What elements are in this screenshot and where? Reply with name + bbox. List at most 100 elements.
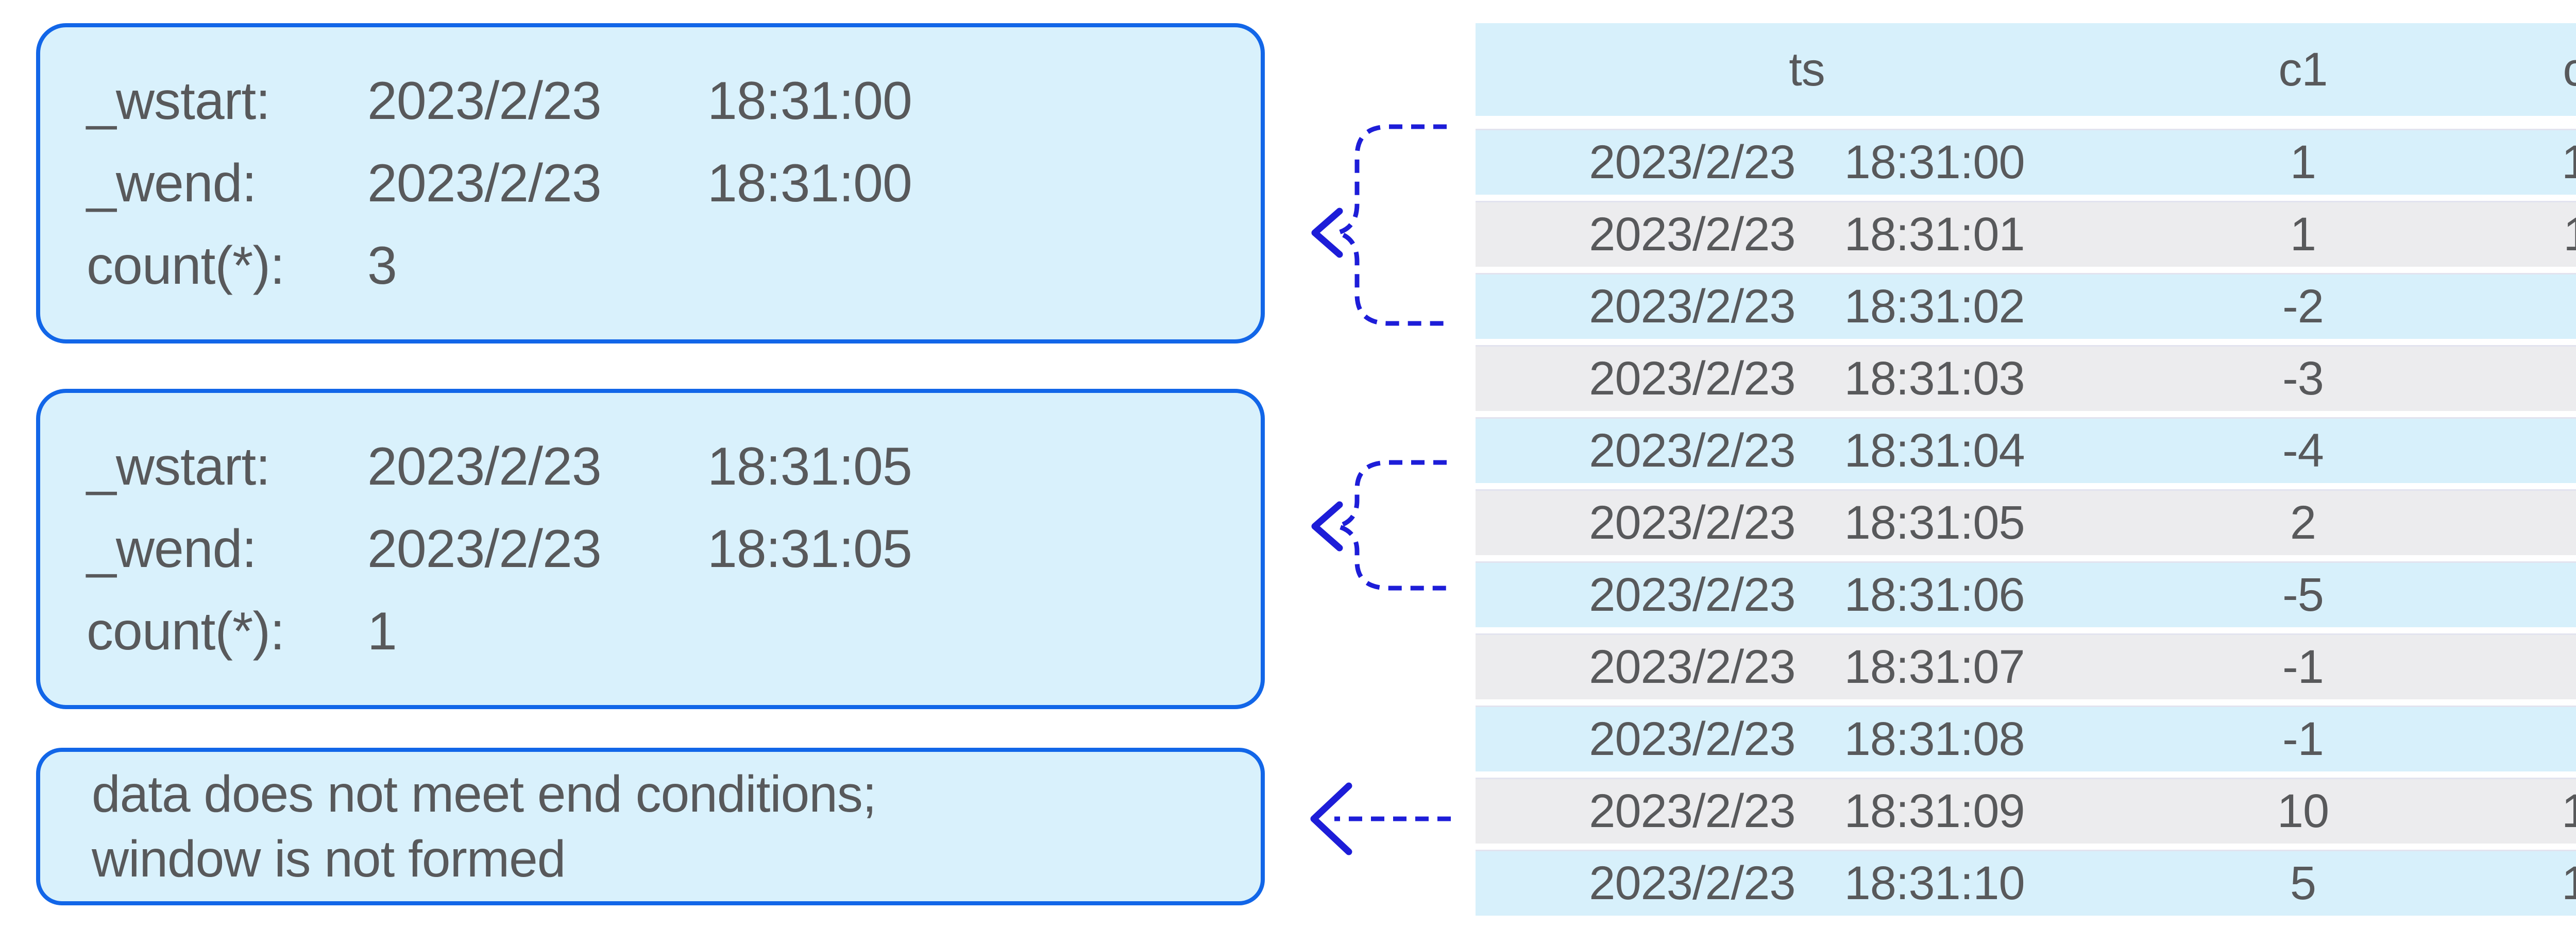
table-row: 2023/2/23 18:31:08 -1 3	[1476, 706, 2576, 771]
result-row-wstart: _wstart: 2023/2/23 18:31:00	[87, 60, 1261, 142]
cell-c1: 2	[2290, 496, 2316, 549]
result-date: 2023/2/23	[367, 153, 602, 213]
no-window-note-box: data does not meet end conditions; windo…	[36, 748, 1265, 905]
result-count-value: 1	[367, 601, 397, 661]
note-line: window is not formed	[92, 830, 566, 888]
result-label: count(*):	[87, 601, 285, 661]
result-row-wend: _wend: 2023/2/23 18:31:00	[87, 142, 1261, 225]
header-cell-c2: c2	[2563, 43, 2576, 96]
result-time: 18:31:00	[707, 71, 912, 131]
cell-c1: -1	[2282, 641, 2324, 693]
table-row: 2023/2/23 18:31:04 -4 8	[1476, 417, 2576, 483]
header-cell-c1: c1	[2278, 43, 2328, 96]
cell-c2: 8	[2468, 424, 2576, 478]
note-line: data does not meet end conditions;	[92, 765, 877, 823]
table-row: 2023/2/23 18:31:05 2 7	[1476, 489, 2576, 555]
cell-ts-time: 18:31:07	[1844, 641, 2025, 693]
cell-c2: 15	[2561, 136, 2576, 188]
cell-ts-date: 2023/2/23	[1589, 785, 1795, 837]
cell-ts-date: 2023/2/23	[1589, 208, 1795, 261]
result-label: _wstart:	[87, 436, 270, 496]
cell-ts: 2023/2/23 18:31:00	[1476, 135, 2138, 190]
cell-c1: -2	[2282, 280, 2324, 333]
cell-c1: 1	[2290, 208, 2316, 261]
result-row-wstart: _wstart: 2023/2/23 18:31:05	[87, 425, 1261, 508]
cell-ts-date: 2023/2/23	[1589, 569, 1795, 621]
table-row: 2023/2/23 18:31:01 1 11	[1476, 201, 2576, 267]
cell-c2: 9	[2468, 352, 2576, 406]
cell-c2: 2	[2468, 640, 2576, 694]
cell-ts-time: 18:31:05	[1844, 496, 2025, 549]
cell-ts-time: 18:31:03	[1844, 352, 2025, 405]
window1-brace	[1328, 124, 1447, 326]
result-time: 18:31:05	[707, 436, 912, 496]
source-data-table: ts c1 c2 2023/2/23 18:31:00 1 15 2023/2/…	[1476, 23, 2576, 916]
cell-ts-time: 18:31:04	[1844, 424, 2025, 477]
cell-ts: 2023/2/23 18:31:05	[1476, 496, 2138, 550]
cell-ts-date: 2023/2/23	[1589, 424, 1795, 477]
cell-ts-date: 2023/2/23	[1589, 713, 1795, 765]
cell-ts-time: 18:31:06	[1844, 569, 2025, 621]
header-cell-ts: ts	[1789, 43, 1825, 96]
cell-c2: 18	[2561, 857, 2576, 909]
cell-c2: 11	[2468, 208, 2576, 262]
result-date: 2023/2/23	[367, 436, 602, 496]
cell-ts: 2023/2/23 18:31:09	[1476, 784, 2138, 838]
result-time: 18:31:05	[707, 519, 912, 579]
window-result-box-2: _wstart: 2023/2/23 18:31:05 _wend: 2023/…	[36, 389, 1265, 709]
result-label: _wstart:	[87, 71, 270, 131]
cell-ts: 2023/2/23 18:31:10	[1476, 856, 2138, 910]
table-header-row: ts c1 c2	[1476, 23, 2576, 116]
result-row-count: count(*): 1	[87, 590, 1261, 673]
cell-c1: -1	[2282, 713, 2324, 765]
result-time: 18:31:00	[707, 153, 912, 213]
cell-c1: 1	[2290, 136, 2316, 188]
table-row: 2023/2/23 18:31:00 1 15	[1476, 129, 2576, 195]
cell-ts-date: 2023/2/23	[1589, 641, 1795, 693]
cell-ts-date: 2023/2/23	[1589, 280, 1795, 333]
cell-ts: 2023/2/23 18:31:01	[1476, 208, 2138, 262]
cell-c1: -4	[2282, 424, 2324, 477]
result-row-wend: _wend: 2023/2/23 18:31:05	[87, 508, 1261, 590]
window1-arrow-left-icon	[1311, 208, 1343, 258]
cell-ts: 2023/2/23 18:31:04	[1476, 424, 2138, 478]
cell-c2: 17	[2561, 785, 2576, 837]
cell-ts-date: 2023/2/23	[1589, 352, 1795, 405]
cell-ts-date: 2023/2/23	[1589, 857, 1795, 909]
result-count-value: 3	[367, 235, 397, 296]
table-row: 2023/2/23 18:31:10 5 18	[1476, 850, 2576, 916]
cell-ts-time: 18:31:08	[1844, 713, 2025, 765]
cell-ts: 2023/2/23 18:31:06	[1476, 568, 2138, 622]
cell-ts-time: 18:31:10	[1844, 857, 2025, 909]
cell-c1: -3	[2282, 352, 2324, 405]
note-arrow-left-icon	[1310, 782, 1352, 855]
cell-c2: 9	[2468, 280, 2576, 334]
window2-arrow-left-icon	[1311, 501, 1343, 552]
cell-c1: 10	[2277, 785, 2329, 837]
cell-ts-time: 18:31:02	[1844, 280, 2025, 333]
table-row: 2023/2/23 18:31:06 -5 5	[1476, 561, 2576, 627]
table-row: 2023/2/23 18:31:02 -2 9	[1476, 273, 2576, 339]
result-label: _wend:	[87, 153, 257, 213]
cell-ts-date: 2023/2/23	[1589, 136, 1795, 188]
cell-c1: -5	[2282, 569, 2324, 621]
window-result-box-1: _wstart: 2023/2/23 18:31:00 _wend: 2023/…	[36, 23, 1265, 343]
cell-ts: 2023/2/23 18:31:08	[1476, 712, 2138, 766]
result-row-count: count(*): 3	[87, 225, 1261, 307]
cell-c2: 7	[2468, 496, 2576, 550]
cell-ts-time: 18:31:09	[1844, 785, 2025, 837]
cell-ts: 2023/2/23 18:31:02	[1476, 280, 2138, 334]
result-date: 2023/2/23	[367, 71, 602, 131]
cell-ts-time: 18:31:00	[1844, 136, 2025, 188]
window2-brace	[1328, 460, 1447, 591]
cell-c2: 5	[2468, 568, 2576, 622]
result-label: _wend:	[87, 519, 257, 579]
table-row: 2023/2/23 18:31:09 10 17	[1476, 778, 2576, 844]
cell-ts-date: 2023/2/23	[1589, 496, 1795, 549]
cell-c2: 3	[2468, 712, 2576, 766]
cell-c1: 5	[2290, 857, 2316, 909]
table-row: 2023/2/23 18:31:03 -3 9	[1476, 345, 2576, 411]
table-row: 2023/2/23 18:31:07 -1 2	[1476, 633, 2576, 699]
result-date: 2023/2/23	[367, 519, 602, 579]
